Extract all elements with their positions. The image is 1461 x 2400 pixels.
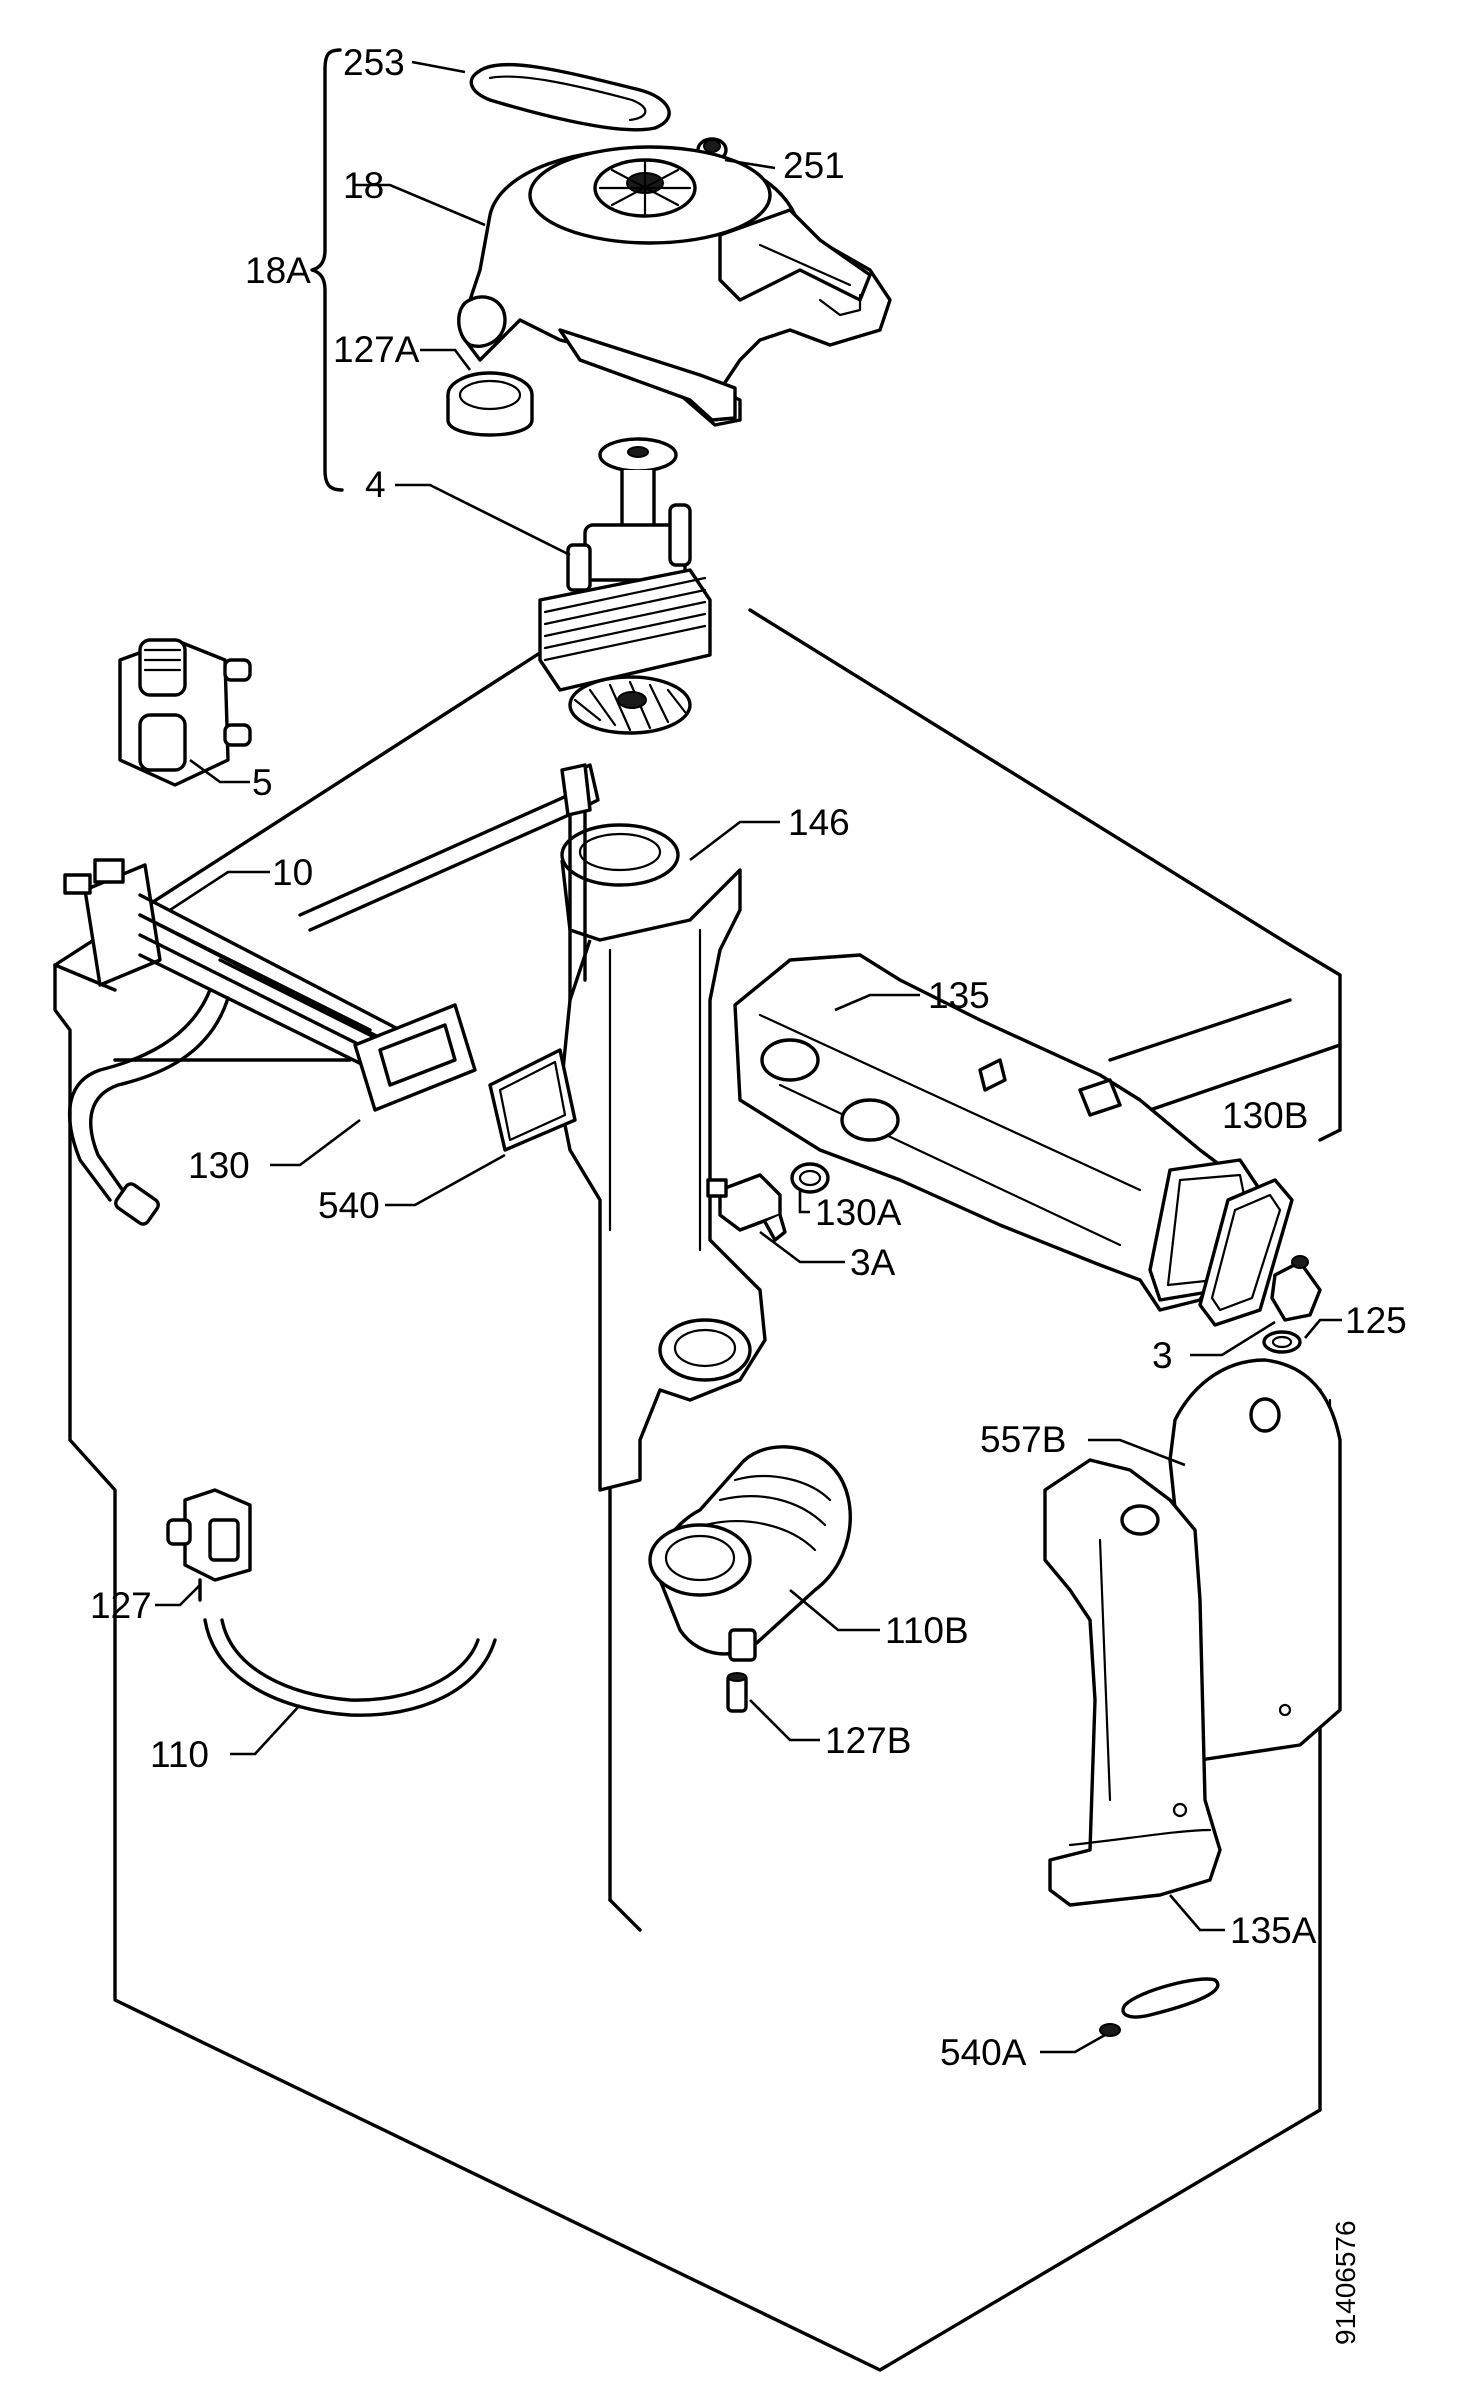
front-duct [1043, 1458, 1222, 1907]
callout-5: 5 [252, 762, 273, 803]
callout-135: 135 [928, 975, 990, 1016]
callout-labels: 253 251 18 18A 127A 4 5 146 10 135 130B … [90, 42, 1407, 2073]
safety-thermostat [1262, 1255, 1322, 1354]
assembly-bracket [310, 48, 344, 492]
callout-130a: 130A [815, 1192, 902, 1233]
motor [538, 437, 712, 735]
callout-3: 3 [1152, 1335, 1173, 1376]
callout-127: 127 [90, 1585, 152, 1626]
callout-146: 146 [788, 802, 850, 843]
callout-540: 540 [318, 1185, 380, 1226]
nozzle [726, 1672, 748, 1713]
callout-125: 125 [1345, 1300, 1407, 1341]
callout-557b: 557B [980, 1419, 1066, 1460]
callout-253: 253 [343, 42, 405, 83]
air-duct-horizontal [733, 953, 1262, 1312]
hose [203, 1618, 497, 1717]
hose-ring [446, 371, 534, 437]
water-valve [118, 638, 252, 787]
callout-110b: 110B [885, 1610, 969, 1651]
callout-18a: 18A [245, 250, 311, 291]
callout-18: 18 [343, 165, 384, 206]
callout-10: 10 [272, 852, 313, 893]
callout-540a: 540A [940, 2032, 1027, 2073]
callout-127a: 127A [333, 329, 420, 370]
callout-251: 251 [783, 145, 845, 186]
connector [166, 1488, 252, 1602]
heater-element [63, 763, 600, 1226]
thermostat [706, 1162, 830, 1242]
fan-housing [457, 145, 892, 427]
callout-110: 110 [150, 1734, 209, 1775]
drive-belt [469, 62, 671, 132]
leader-lines [155, 60, 1342, 2054]
callout-135a: 135A [1230, 1910, 1317, 1951]
callout-4: 4 [365, 464, 386, 505]
duct-seal [488, 1048, 577, 1152]
duct-gasket [1198, 1178, 1294, 1327]
small-seal [1099, 1977, 1220, 2037]
drawing-number: 91406576 [1330, 2220, 1361, 2345]
callout-130: 130 [188, 1145, 250, 1186]
callout-127b: 127B [825, 1720, 911, 1761]
air-duct-vertical [558, 763, 767, 1492]
rear-duct-panel [1168, 1358, 1342, 1762]
callout-3a: 3A [850, 1242, 896, 1283]
sump-hose [648, 1445, 852, 1662]
callout-130b: 130B [1222, 1095, 1308, 1136]
